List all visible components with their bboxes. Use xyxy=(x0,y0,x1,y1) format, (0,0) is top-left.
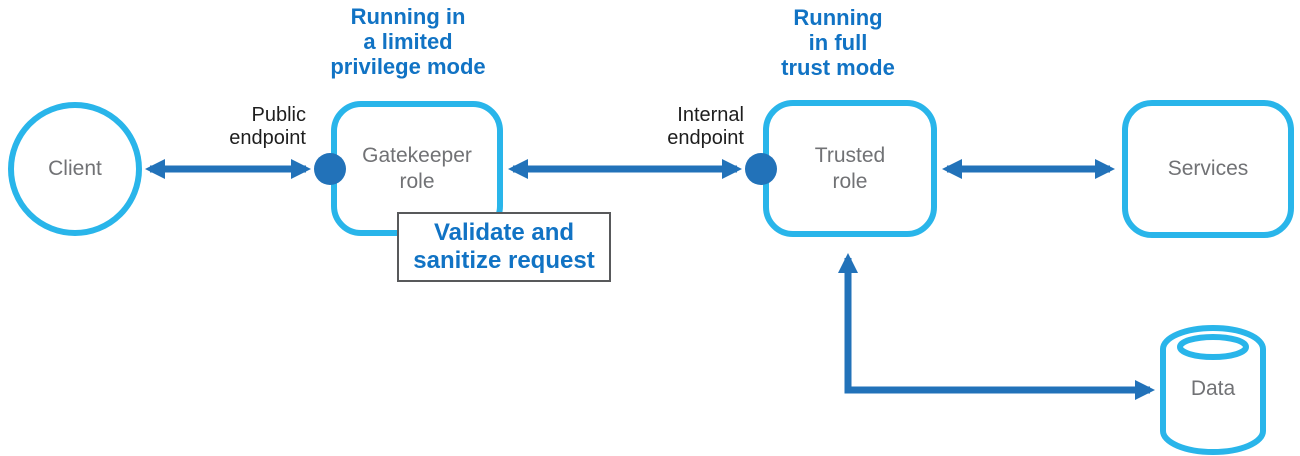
services-node-label: Services xyxy=(1167,157,1249,180)
heading-limited-privilege-mode: Running in a limited privilege mode xyxy=(330,4,486,79)
client-node: Client xyxy=(8,102,142,236)
gatekeeper-role-node-label: Gatekeeper role xyxy=(362,143,472,193)
services-node: Services xyxy=(1122,100,1294,238)
heading-full-trust-mode: Running in full trust mode xyxy=(781,5,895,80)
trusted-role-node-label: Trusted role xyxy=(814,143,886,193)
data-cylinder-top-ring xyxy=(1177,334,1249,360)
public-endpoint-label: Public endpoint xyxy=(229,104,306,149)
trusted-role-node: Trusted role xyxy=(763,100,937,237)
client-node-label: Client xyxy=(48,157,102,180)
data-node-label: Data xyxy=(1190,377,1236,400)
internal-endpoint-label: Internal endpoint xyxy=(667,104,744,149)
validate-sanitize-note-text: Validate and sanitize request xyxy=(413,219,595,274)
arrow-trusted-data xyxy=(838,253,1155,400)
validate-sanitize-note: Validate and sanitize request xyxy=(397,212,611,282)
